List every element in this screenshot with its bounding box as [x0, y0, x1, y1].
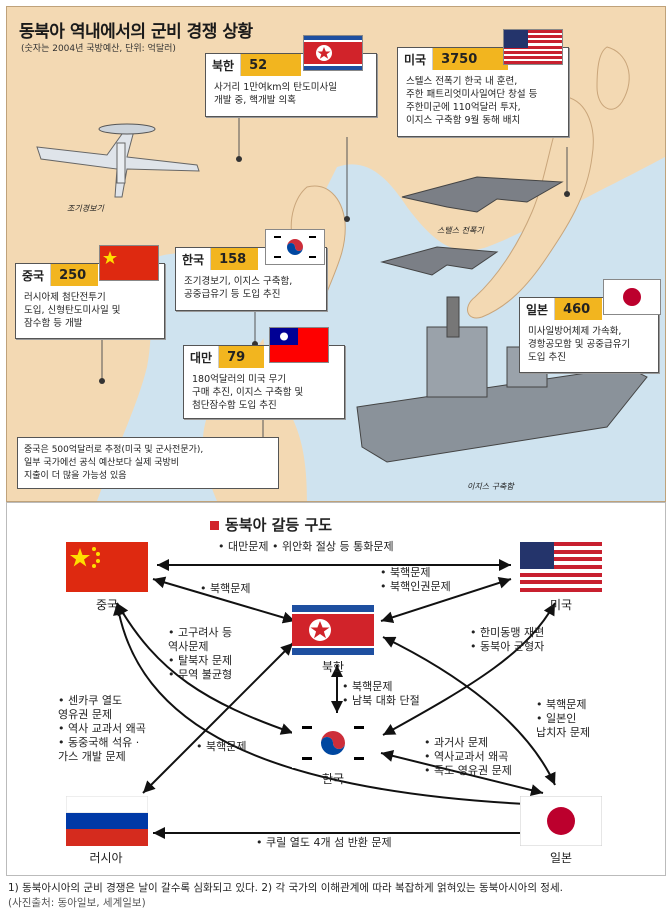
diagram-south-korea-flag [292, 718, 374, 768]
callout-desc: 180억달러의 미국 무기 구매 추진, 이지스 구축함 및 첨단잠수함 도입 … [192, 374, 304, 411]
callout-header: 북한 52 [206, 54, 301, 76]
issue-china-korea: • 고구려사 등 역사문제 • 탈북자 문제 • 무역 불균형 [168, 626, 233, 681]
issue-north-korea-japan: • 북핵문제 • 일본인 납치자 문제 [536, 698, 591, 739]
diagram-japan-flag [520, 796, 602, 846]
diagram-title: 동북아 갈등 구도 [210, 514, 332, 535]
country-name: 한국 [176, 248, 212, 270]
relation-arrows [113, 559, 556, 839]
japan-flag [603, 279, 661, 315]
north-korea-flag [303, 35, 363, 71]
figure-caption: 1) 동북아시아의 군비 경쟁은 날이 갈수록 심화되고 있다. 2) 각 국가… [8, 882, 563, 894]
label-north-korea: 북한 [321, 660, 345, 674]
label-russia: 러시아 [89, 851, 123, 865]
south-korea-flag [265, 229, 325, 265]
issue-china-japan: • 센카쿠 열도 영유권 문제 • 역사 교과서 왜곡 • 동중국해 석유 · … [58, 694, 146, 763]
label-china: 중국 [95, 598, 119, 612]
awacs-caption: 조기경보기 [67, 204, 104, 213]
stealth-caption: 스텔스 전폭기 [437, 226, 484, 235]
country-name: 중국 [16, 264, 52, 286]
label-japan: 일본 [549, 851, 573, 865]
callout-desc: 러시아제 첨단전투기 도입, 신형탄도미사일 및 잠수함 등 개발 [24, 292, 121, 329]
usa-flag [503, 29, 563, 65]
issue-china-north-korea: • 북핵문제 [200, 582, 251, 595]
callout-desc: 사거리 1만여km의 탄도미사일 개발 중, 핵개발 의혹 [214, 82, 337, 106]
issue-china-usa: • 대만문제 • 위안화 절상 등 통화문제 [218, 540, 394, 553]
country-name: 북한 [206, 54, 242, 76]
callout-usa: 미국 3750 스텔스 전폭기 한국 내 훈련, 주한 패트리엇미사일여단 창설… [397, 47, 569, 137]
title-bullet [210, 521, 219, 530]
issue-korea-japan: • 과거사 문제 • 역사교과서 왜곡 • 독도 영유권 문제 [424, 736, 512, 777]
budget-value: 460 [563, 301, 591, 317]
callout-header: 중국 250 [16, 264, 98, 286]
aegis-caption: 이지스 구축함 [467, 482, 514, 491]
callout-header: 미국 3750 [398, 48, 508, 70]
callout-desc: 조기경보기, 이지스 구축함, 공중급유기 등 도입 추진 [184, 276, 293, 300]
budget-note: 중국은 500억달러로 추정(미국 및 군사전문가), 일부 국가에선 공식 예… [17, 437, 279, 489]
issue-russia-north-korea: • 북핵문제 [196, 740, 247, 753]
country-name: 미국 [398, 48, 434, 70]
budget-value: 3750 [441, 51, 478, 67]
budget-value: 158 [219, 251, 247, 267]
diagram-title-text: 동북아 갈등 구도 [225, 516, 333, 534]
issue-north-korea-korea: • 북핵문제 • 남북 대화 단절 [342, 680, 420, 707]
photo-source: (사진출처: 동아일보, 세계일보) [8, 897, 146, 909]
callout-desc: 스텔스 전폭기 한국 내 훈련, 주한 패트리엇미사일여단 창설 등 주한미군에… [406, 76, 538, 126]
issue-usa-north-korea: • 북핵문제 • 북핵인권문제 [380, 566, 451, 593]
map-title: 동북아 역내에서의 군비 경쟁 상황 [19, 22, 253, 42]
diagram-russia-flag [66, 796, 148, 846]
callout-header: 일본 460 [520, 298, 602, 320]
label-usa: 미국 [549, 598, 573, 612]
country-name: 일본 [520, 298, 556, 320]
country-name: 대만 [184, 346, 220, 368]
label-korea: 한국 [321, 772, 345, 786]
arms-race-map: 동북아 역내에서의 군비 경쟁 상황 (숫자는 2004년 국방예산, 단위: … [6, 6, 666, 502]
callout-header: 한국 158 [176, 248, 258, 270]
aegis-ship [356, 296, 648, 463]
awacs-plane [36, 123, 200, 198]
budget-value: 52 [249, 57, 268, 73]
diagram-north-korea-flag [292, 605, 374, 655]
diagram-china-flag [66, 542, 148, 592]
budget-value: 250 [59, 267, 87, 283]
budget-value: 79 [227, 349, 246, 365]
china-flag [99, 245, 159, 281]
issue-russia-japan: • 쿠릴 열도 4개 섬 반환 문제 [256, 836, 392, 849]
taiwan-flag [269, 327, 329, 363]
issue-usa-korea: • 한미동맹 재편 • 동북아 균형자 [470, 626, 545, 653]
map-subtitle: (숫자는 2004년 국방예산, 단위: 억달러) [21, 44, 176, 54]
diagram-usa-flag [520, 542, 602, 592]
callout-header: 대만 79 [184, 346, 264, 368]
callout-desc: 미사일방어체제 가속화, 경항공모함 및 공중급유기 도입 추진 [528, 326, 631, 363]
